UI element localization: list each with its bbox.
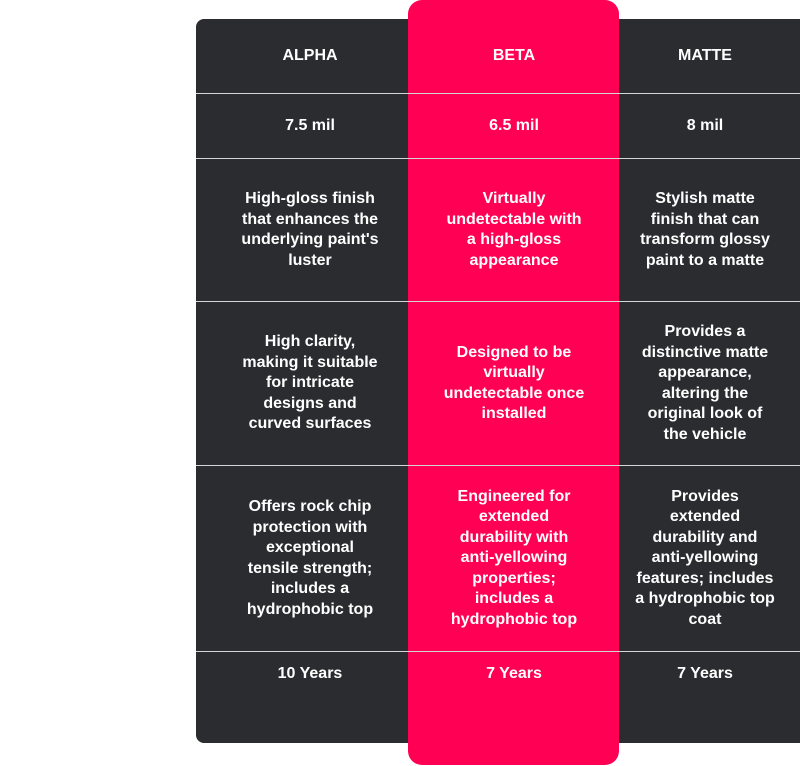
thickness-beta: 6.5 mil [489,116,539,134]
clarity-beta: Designed to be virtually undetectable on… [443,343,585,423]
protection-alpha: Offers rock chip protection with excepti… [246,498,374,618]
beta-highlight-column [408,0,619,765]
clarity-alpha: High clarity, making it suitable for int… [242,333,378,433]
header-alpha: ALPHA [282,46,338,64]
protection-beta: Engineered for extended durability with … [450,487,578,628]
clarity-matte: Provides a distinctive matte appearance,… [641,323,769,443]
warranty-matte: 7 Years [677,664,733,682]
warranty-alpha: 10 Years [277,664,343,682]
finish-matte: Stylish matte finish that can transform … [640,190,770,269]
row-divider [196,651,800,652]
row-divider [196,301,800,302]
header-matte: MATTE [678,46,732,64]
finish-beta: Virtually undetectable with a high-gloss… [446,190,582,269]
thickness-matte: 8 mil [686,116,724,134]
row-divider [196,465,800,466]
warranty-beta: 7 Years [486,664,542,682]
protection-matte: Provides extended durability and anti-ye… [635,487,775,628]
thickness-alpha: 7.5 mil [285,116,335,134]
row-divider [196,158,800,159]
finish-alpha: High-gloss finish that enhances the unde… [241,190,379,269]
header-beta: BETA [492,46,536,64]
row-divider [196,93,800,94]
